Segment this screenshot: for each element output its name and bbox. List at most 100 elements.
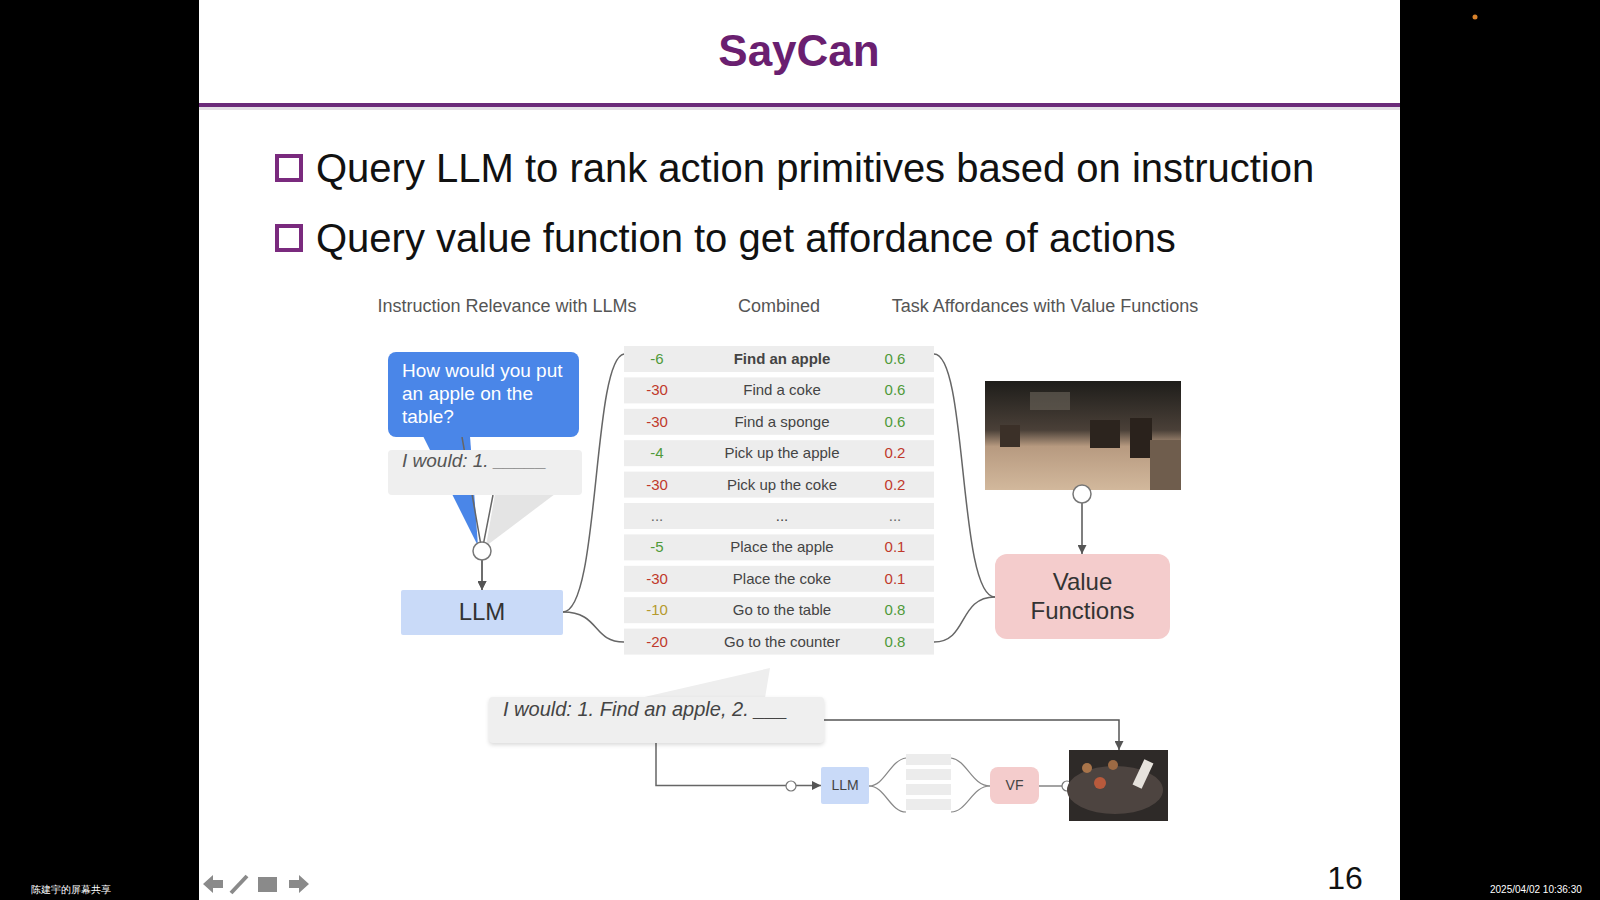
photo-apple — [1094, 777, 1106, 789]
llm-box: LLM — [821, 767, 869, 804]
table-row — [624, 409, 934, 435]
mini-bracket-curves — [869, 758, 990, 812]
bracket-curves — [563, 354, 995, 642]
slide-background — [199, 0, 1400, 900]
bullet-text: Query LLM to rank action primitives base… — [316, 145, 1314, 191]
table-row — [624, 503, 934, 529]
bubble-tail — [640, 668, 770, 698]
slide-title: SayCan — [499, 26, 1099, 76]
action-cell: Place the apple — [682, 537, 882, 557]
affordance-cell: 0.1 — [867, 569, 923, 589]
photo-apple — [1082, 763, 1092, 773]
column-heading: Combined — [679, 296, 879, 317]
affordance-cell: 0.6 — [867, 380, 923, 400]
affordance-cell: ... — [867, 506, 923, 526]
slide-nav-icons — [203, 875, 309, 893]
action-cell: Place the coke — [682, 569, 882, 589]
affordance-cell: 0.2 — [867, 443, 923, 463]
title-rule — [199, 103, 1400, 107]
table-row — [624, 566, 934, 592]
bullet-square — [277, 156, 301, 180]
affordance-cell: 0.6 — [867, 349, 923, 369]
junction-circle — [473, 542, 491, 560]
bracket-curve — [951, 786, 990, 812]
screen-share-label: 陈建宇的屏幕共享 — [31, 884, 111, 896]
photo-bottle — [1133, 759, 1154, 789]
table-row — [624, 534, 934, 560]
status-dot — [1473, 15, 1478, 20]
mini-row — [906, 784, 951, 795]
llm-score-cell: -6 — [627, 349, 687, 369]
nav-next — [289, 875, 309, 893]
title-rule-shadow — [199, 107, 1400, 110]
mini-row — [906, 769, 951, 780]
flow-arrow — [1081, 503, 1083, 554]
node-text: How would you put an apple on the table? — [402, 360, 565, 428]
llm-score-cell: -30 — [627, 412, 687, 432]
bracket-curve — [563, 612, 624, 642]
llm-score-cell: ... — [627, 506, 687, 526]
action-cell: Go to the table — [682, 600, 882, 620]
node-text: I would: 1. _____ — [402, 450, 568, 473]
action-cell: Find a coke — [682, 380, 882, 400]
flow-connector — [656, 743, 821, 786]
nav-menu — [258, 877, 277, 892]
llm-score-cell: -5 — [627, 537, 687, 557]
column-heading: Instruction Relevance with LLMs — [357, 296, 657, 317]
junction-circle — [786, 781, 796, 791]
photo-background — [985, 381, 1181, 490]
node-text: LLM — [405, 598, 559, 627]
llm-score-cell: -30 — [627, 569, 687, 589]
table-row — [624, 377, 934, 403]
affordance-cell: 0.1 — [867, 537, 923, 557]
action-cell: ... — [682, 506, 882, 526]
value-function-box: VF — [990, 767, 1039, 804]
llm-box: LLM — [401, 590, 563, 635]
action-cell: Find a sponge — [682, 412, 882, 432]
table-row — [624, 472, 934, 498]
page-number: 16 — [1300, 860, 1390, 897]
bracket-curve — [934, 597, 995, 642]
photo-counter — [1150, 440, 1181, 490]
llm-score-cell: -10 — [627, 600, 687, 620]
photo-chair — [1130, 418, 1152, 458]
action-cell: Go to the counter — [682, 632, 882, 652]
photo-chair — [1090, 420, 1120, 448]
node-text: VF — [994, 777, 1035, 794]
table-row — [624, 440, 934, 466]
action-cell: Pick up the coke — [682, 475, 882, 495]
node-text: LLM — [825, 777, 865, 794]
affordance-cell: 0.8 — [867, 600, 923, 620]
affordance-cell: 0.2 — [867, 475, 923, 495]
answer-bubble: I would: 1. _____ — [388, 450, 582, 495]
value-function-box: Value Functions — [995, 554, 1170, 639]
question-bubble: How would you put an apple on the table? — [388, 352, 579, 437]
table-row — [624, 597, 934, 623]
photo-window — [1030, 392, 1070, 410]
llm-score-cell: -30 — [627, 380, 687, 400]
photo-chair — [1000, 425, 1020, 447]
bullet-text: Query value function to get affordance o… — [316, 215, 1176, 261]
affordance-cell: 0.6 — [867, 412, 923, 432]
bubble-tail — [486, 494, 555, 546]
nav-pen — [231, 876, 247, 893]
bullet-square — [277, 226, 301, 250]
photo-apple — [1108, 760, 1118, 770]
answer-bubble: I would: 1. Find an apple, 2. ___ — [489, 697, 824, 743]
junction-circle — [1073, 485, 1091, 503]
llm-score-cell: -20 — [627, 632, 687, 652]
bracket-curve — [869, 786, 906, 812]
bracket-curve — [951, 758, 990, 786]
table-photo — [1067, 750, 1168, 821]
timestamp: 2025/04/02 10:36:30 — [1490, 884, 1582, 896]
action-cell: Pick up the apple — [682, 443, 882, 463]
node-text: I would: 1. Find an apple, 2. ___ — [503, 697, 810, 721]
node-text: Value Functions — [999, 568, 1166, 626]
table-row — [624, 346, 934, 372]
affordance-cell: 0.8 — [867, 632, 923, 652]
mini-row — [906, 799, 951, 810]
table-rows — [624, 346, 934, 655]
llm-score-cell: -30 — [627, 475, 687, 495]
